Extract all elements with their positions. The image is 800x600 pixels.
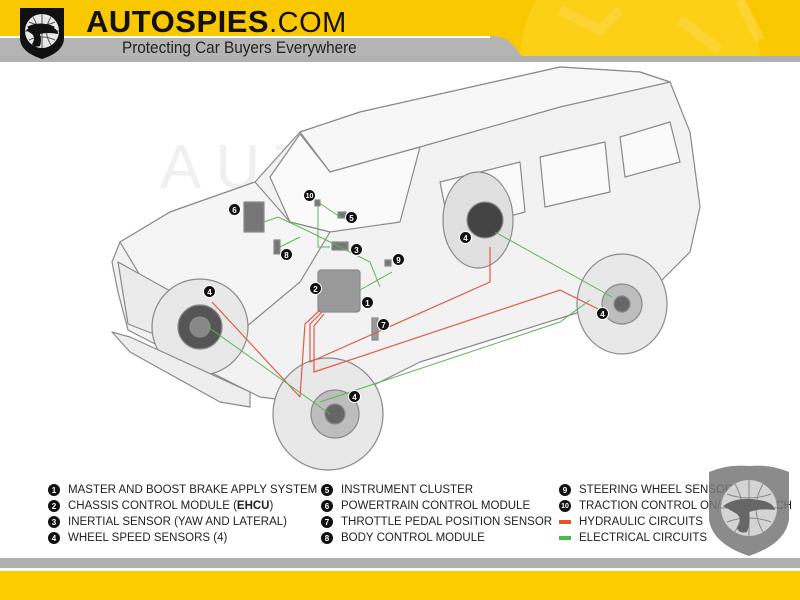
electrical-swatch bbox=[559, 536, 571, 540]
legend-item-8: 8 BODY CONTROL MODULE bbox=[321, 530, 552, 546]
brand-main: AUTOSPIES bbox=[86, 4, 270, 39]
footer-divider bbox=[0, 568, 800, 571]
side-window-rear bbox=[619, 121, 681, 178]
legend-label: INSTRUMENT CLUSTER bbox=[341, 484, 474, 496]
callout-1: 1 bbox=[361, 296, 374, 309]
callout-10: 10 bbox=[303, 189, 316, 202]
tagline: Protecting Car Buyers Everywhere bbox=[122, 38, 357, 57]
callout-7: 7 bbox=[377, 318, 390, 331]
callout-4-front-right: 4 bbox=[348, 390, 361, 403]
legend-label: THROTTLE PEDAL POSITION SENSOR bbox=[341, 516, 553, 528]
legend-label: MASTER AND BOOST BRAKE APPLY SYSTEM bbox=[68, 484, 318, 496]
legend-label: HYDRAULIC CIRCUITS bbox=[579, 516, 703, 528]
legend-column-2: 5 INSTRUMENT CLUSTER 6 POWERTRAIN CONTRO… bbox=[321, 482, 552, 546]
legend-item-5: 5 INSTRUMENT CLUSTER bbox=[321, 482, 552, 498]
legend-item-electrical: ELECTRICAL CIRCUITS bbox=[559, 530, 792, 546]
inertial-sensor bbox=[331, 241, 349, 251]
legend-number-badge: 1 bbox=[48, 484, 60, 496]
legend-item-4: 4 WHEEL SPEED SENSORS (4) bbox=[48, 530, 317, 546]
legend-item-2: 2 CHASSIS CONTROL MODULE (EHCU) bbox=[48, 498, 317, 514]
hydraulic-circuits bbox=[211, 247, 601, 398]
legend: 1 MASTER AND BOOST BRAKE APPLY SYSTEM 2 … bbox=[0, 482, 800, 552]
logo-shield-icon[interactable] bbox=[14, 4, 70, 60]
legend-label: POWERTRAIN CONTROL MODULE bbox=[341, 500, 531, 512]
legend-number-badge: 4 bbox=[48, 532, 60, 544]
abs-unit bbox=[317, 269, 361, 313]
vehicle-diagram: AUTO SPIES bbox=[0, 62, 800, 480]
callout-6: 6 bbox=[228, 203, 241, 216]
legend-item-3: 3 INERTIAL SENSOR (YAW AND LATERAL) bbox=[48, 514, 317, 530]
legend-number-badge: 3 bbox=[48, 516, 60, 528]
legend-number-badge: 6 bbox=[321, 500, 333, 512]
legend-label-after: ) bbox=[269, 500, 274, 512]
legend-number-badge: 8 bbox=[321, 532, 333, 544]
legend-item-6: 6 POWERTRAIN CONTROL MODULE bbox=[321, 498, 552, 514]
vehicle-body bbox=[111, 66, 701, 403]
brand-tld: .COM bbox=[269, 7, 347, 39]
header-globe-watermark bbox=[520, 0, 765, 56]
callout-4-rear-right: 4 bbox=[596, 307, 609, 320]
steering-sensor bbox=[384, 259, 392, 267]
brand-name[interactable]: AUTOSPIES.COM bbox=[86, 4, 347, 40]
legend-item-1: 1 MASTER AND BOOST BRAKE APPLY SYSTEM bbox=[48, 482, 317, 498]
legend-number-badge: 9 bbox=[559, 484, 571, 496]
callout-8: 8 bbox=[280, 248, 293, 261]
legend-number-badge: 5 bbox=[321, 484, 333, 496]
legend-label: ELECTRICAL CIRCUITS bbox=[579, 532, 708, 544]
legend-number-badge: 2 bbox=[48, 500, 60, 512]
legend-number-badge: 10 bbox=[559, 500, 571, 512]
callout-4-rear-left: 4 bbox=[459, 231, 472, 244]
powertrain-module bbox=[243, 201, 265, 233]
legend-label: CHASSIS CONTROL MODULE ( bbox=[68, 500, 237, 512]
header-gray-band bbox=[0, 36, 522, 56]
legend-label: WHEEL SPEED SENSORS (4) bbox=[68, 532, 228, 544]
side-window-middle bbox=[539, 141, 611, 208]
callout-3: 3 bbox=[350, 243, 363, 256]
front-bumper bbox=[111, 331, 251, 408]
footer-yellow-band bbox=[0, 571, 800, 600]
legend-label: BODY CONTROL MODULE bbox=[341, 532, 485, 544]
legend-label-bold: EHCU bbox=[236, 500, 270, 512]
body-control-module bbox=[273, 239, 281, 255]
hydraulic-swatch bbox=[559, 520, 571, 524]
shield-watermark-icon bbox=[709, 465, 789, 556]
callout-2: 2 bbox=[309, 282, 322, 295]
callout-4-front-left: 4 bbox=[203, 285, 216, 298]
vehicle-illustration bbox=[111, 66, 701, 471]
footer-gray-band bbox=[0, 558, 800, 568]
legend-item-9: 9 STEERING WHEEL SENSOR bbox=[559, 482, 792, 498]
legend-column-1: 1 MASTER AND BOOST BRAKE APPLY SYSTEM 2 … bbox=[48, 482, 317, 546]
legend-label: INERTIAL SENSOR (YAW AND LATERAL) bbox=[68, 516, 287, 528]
legend-item-7: 7 THROTTLE PEDAL POSITION SENSOR bbox=[321, 514, 552, 530]
header-divider bbox=[0, 56, 800, 62]
callout-9: 9 bbox=[392, 253, 405, 266]
electrical-circuits bbox=[207, 201, 613, 415]
site-header: AUTOSPIES.COM Protecting Car Buyers Ever… bbox=[0, 0, 800, 64]
callout-5: 5 bbox=[345, 211, 358, 224]
legend-label: STEERING WHEEL SENSOR bbox=[579, 484, 734, 496]
legend-item-hydraulic: HYDRAULIC CIRCUITS bbox=[559, 514, 792, 530]
legend-number-badge: 7 bbox=[321, 516, 333, 528]
